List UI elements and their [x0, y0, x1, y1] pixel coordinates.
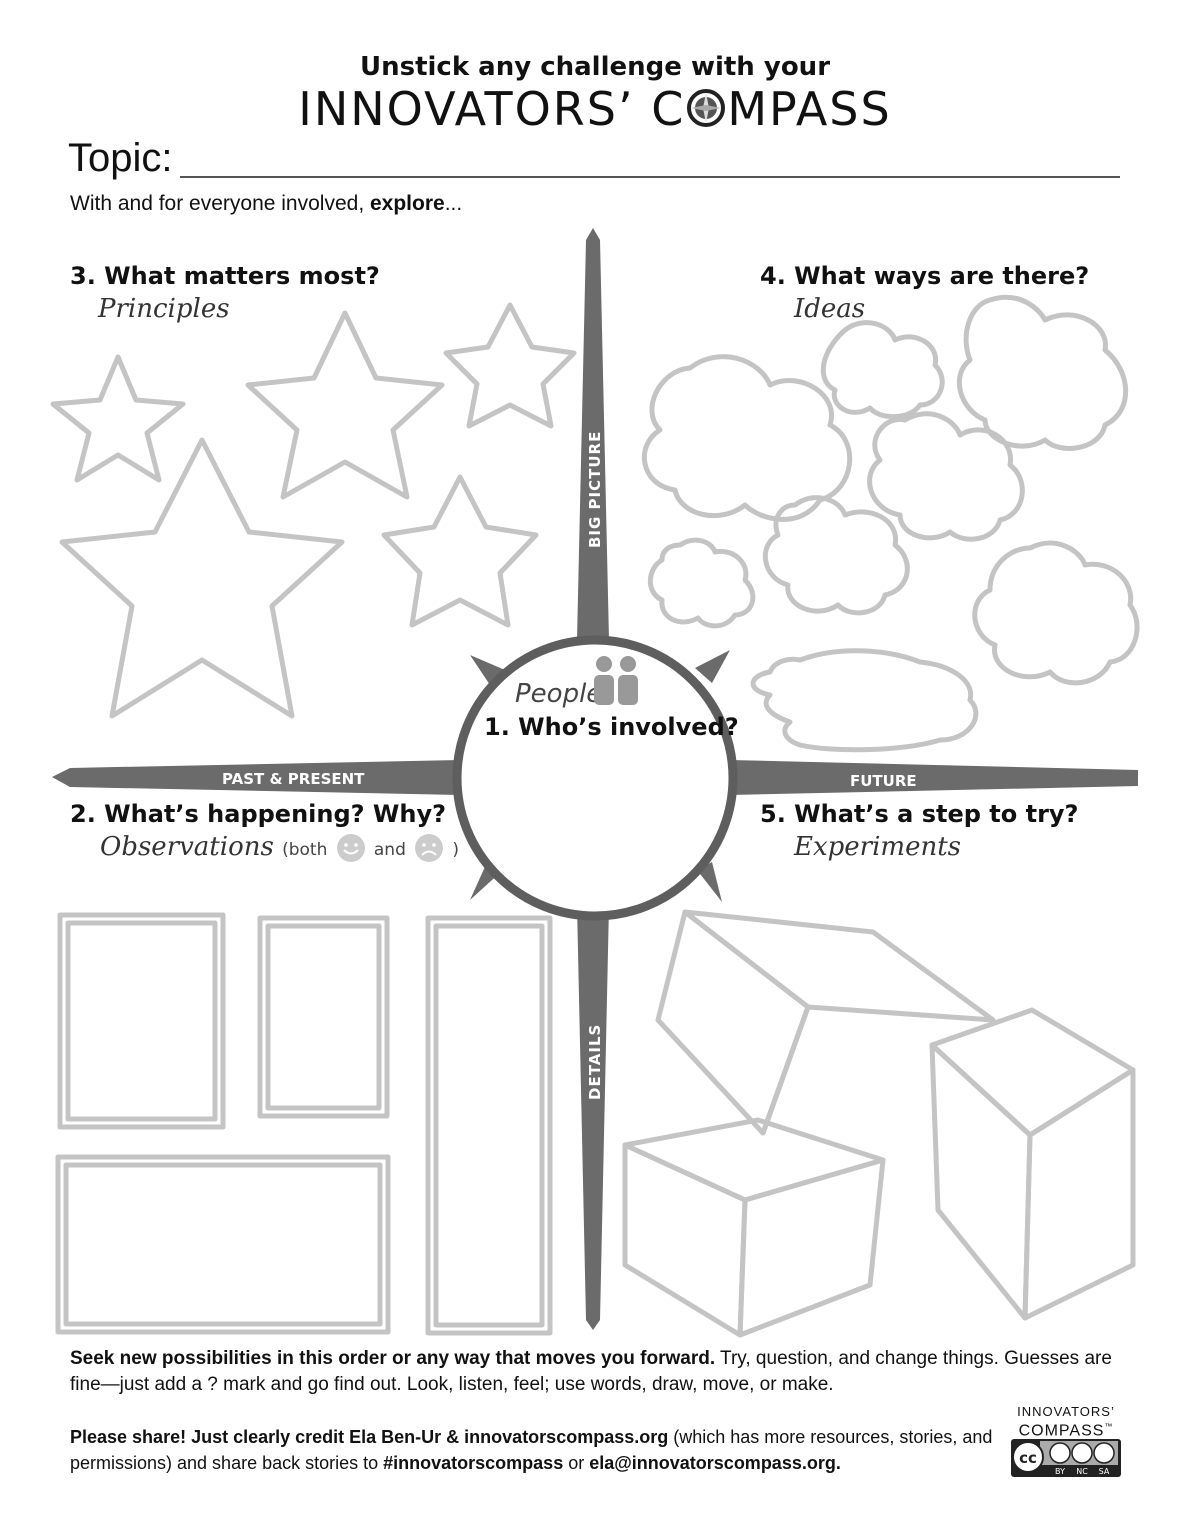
section-q3: 3. What matters most? Principles — [70, 262, 380, 324]
cc-by-nc-sa-icon: cc BY NC SA — [1011, 1439, 1121, 1478]
compass-arm-left — [52, 760, 460, 795]
main-title-part1: INNOVATORS’ C — [298, 82, 686, 136]
footer-instructions-bold: Seek new possibilities in this order or … — [70, 1348, 716, 1369]
q5-subtitle: Experiments — [794, 832, 961, 862]
q2-paren-and: and — [373, 840, 406, 860]
idea-cloud-6[interactable] — [647, 537, 756, 629]
footer-credit: Please share! Just clearly credit Ela Be… — [70, 1424, 1010, 1476]
footer-credit-bold: Please share! Just clearly credit Ela Be… — [70, 1427, 669, 1447]
axis-label-details: DETAILS — [586, 1024, 604, 1100]
compass-icon — [687, 89, 726, 127]
observation-frame-2[interactable] — [257, 915, 390, 1119]
q4-title: 4. What ways are there? — [760, 262, 1090, 290]
idea-cloud-1[interactable] — [642, 354, 853, 522]
q2-title: 2. What’s happening? Why? — [70, 800, 447, 828]
idea-cloud-3[interactable] — [956, 294, 1129, 451]
axis-label-big-picture: BIG PICTURE — [586, 431, 604, 548]
center-people-label: People — [515, 679, 602, 709]
subhead-emphasis: explore — [370, 192, 445, 215]
q4-subtitle: Ideas — [794, 294, 866, 324]
q2-subtitle-row: Observations (both and ) — [100, 832, 459, 863]
footer-or: or — [563, 1453, 590, 1473]
idea-cloud-4[interactable] — [867, 411, 1025, 542]
experiment-box-2[interactable] — [929, 1007, 1136, 1321]
section-q2: 2. What’s happening? Why? Observations (… — [70, 800, 459, 863]
compass-circle — [452, 635, 738, 921]
principle-star-3[interactable] — [443, 302, 577, 429]
license-by: BY — [1055, 1467, 1065, 1476]
observation-frame-3[interactable] — [425, 915, 553, 1336]
subhead: With and for everyone involved, explore.… — [70, 192, 462, 216]
principle-star-1[interactable] — [50, 354, 186, 483]
compass-arm-up — [577, 228, 609, 640]
q3-subtitle: Principles — [98, 294, 230, 324]
experiment-box-3[interactable] — [622, 1117, 886, 1338]
subhead-text: With and for everyone involved, — [70, 192, 370, 215]
license-nc: NC — [1076, 1467, 1088, 1476]
q2-subtitle: Observations — [100, 832, 274, 862]
footer-hashtag-link[interactable]: #innovatorscompass — [383, 1453, 564, 1473]
footer-instructions-rest: Try, question, and change things. Guesse… — [70, 1348, 1112, 1395]
section-q5: 5. What’s a step to try? Experiments — [760, 800, 1078, 862]
topic-label: Topic: — [68, 136, 173, 180]
idea-cloud-5[interactable] — [762, 495, 910, 616]
topic-input-line[interactable] — [180, 176, 1120, 178]
q2-paren-open: (both — [282, 840, 328, 860]
observation-frame-1[interactable] — [57, 912, 226, 1130]
axis-label-past-present: PAST & PRESENT — [222, 770, 365, 788]
subhead-ellipsis: ... — [444, 192, 463, 215]
license-tm: ™ — [1104, 1422, 1114, 1431]
q5-title: 5. What’s a step to try? — [760, 800, 1079, 828]
license-brand-line2-row: COMPASS™ — [1010, 1419, 1122, 1440]
section-q4: 4. What ways are there? Ideas — [760, 262, 1089, 324]
footer-email-link[interactable]: ela@innovatorscompass.org. — [589, 1453, 841, 1473]
compass-spike-se — [697, 862, 722, 902]
idea-cloud-7[interactable] — [972, 540, 1140, 686]
q3-title: 3. What matters most? — [70, 262, 380, 290]
sad-face-icon — [415, 834, 444, 862]
license-brand-line1: INNOVATORS’ — [1017, 1404, 1115, 1419]
license-cc: cc — [1019, 1449, 1037, 1467]
compass-spike-ne — [695, 650, 730, 683]
principle-star-2[interactable] — [245, 310, 445, 500]
people-icon — [594, 656, 638, 705]
footer-credit-mid: (which has more resources, stories, and … — [70, 1427, 993, 1473]
observation-frame-4[interactable] — [55, 1154, 391, 1335]
license-badge: INNOVATORS’ COMPASS™ cc BY NC SA — [1010, 1404, 1122, 1482]
main-title-part2: MPASS — [727, 82, 892, 136]
experiment-box-1[interactable] — [655, 909, 996, 1136]
axis-label-future: FUTURE — [850, 772, 917, 790]
main-title: INNOVATORS’ C MPASS — [0, 82, 1190, 136]
license-sa: SA — [1099, 1467, 1110, 1476]
pre-title: Unstick any challenge with your — [359, 52, 831, 82]
compass-arm-right — [730, 760, 1138, 795]
idea-cloud-2[interactable] — [820, 320, 945, 420]
license-brand-line2: COMPASS — [1018, 1422, 1105, 1440]
q2-paren-close: ) — [452, 840, 460, 860]
compass-arm-down — [577, 905, 609, 1330]
compass-rose — [52, 228, 1138, 1330]
footer-instructions: Seek new possibilities in this order or … — [70, 1346, 1125, 1398]
idea-cloud-8[interactable] — [750, 648, 979, 753]
principle-star-5[interactable] — [381, 474, 539, 628]
principle-star-4[interactable] — [59, 437, 345, 719]
happy-face-icon — [336, 834, 365, 862]
center-question: 1. Who’s involved? — [484, 713, 739, 741]
